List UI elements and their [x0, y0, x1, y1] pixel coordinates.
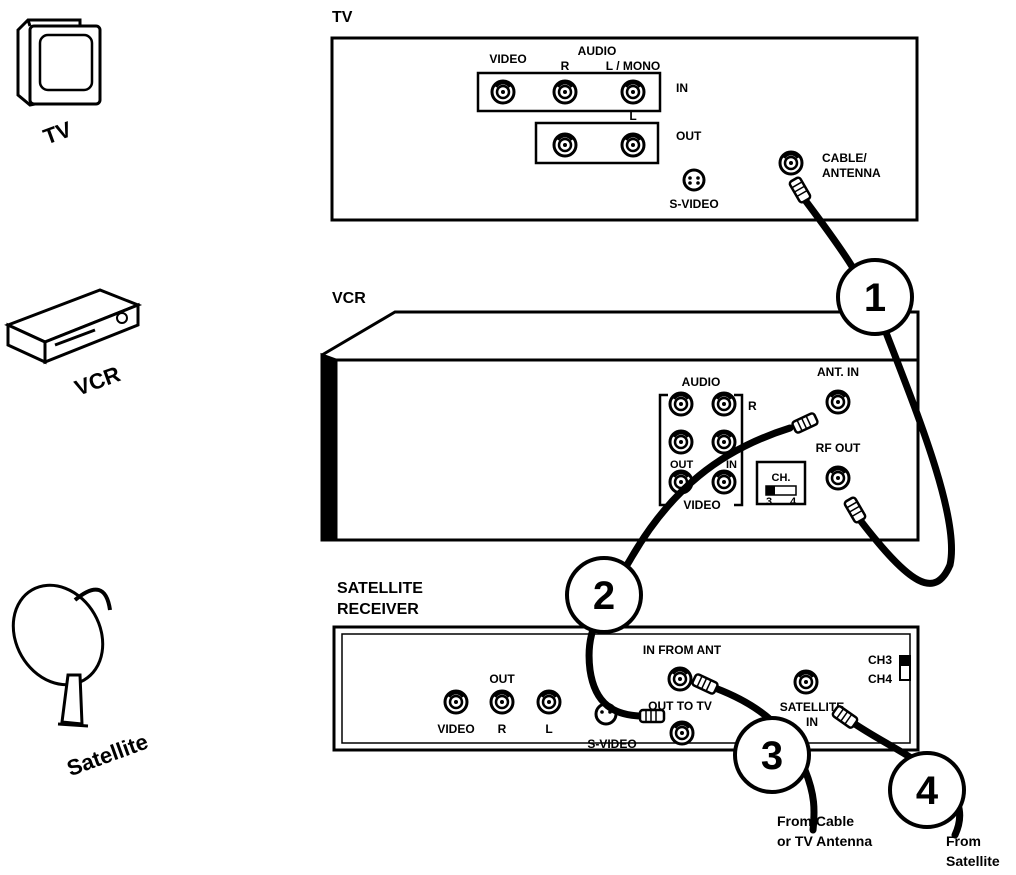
source-cable-label-1: From Cable	[777, 813, 854, 829]
step-marker-4: 4	[888, 751, 966, 829]
tv-out-label: OUT	[676, 129, 702, 143]
vcr-icon-label: VCR	[71, 361, 123, 400]
vcr-ch4-label: 4	[790, 496, 797, 508]
tv-audio-r-label: R	[561, 59, 570, 73]
svg-text:3: 3	[761, 734, 783, 778]
step-marker-3: 3	[733, 716, 811, 794]
tv-video-in-jack[interactable]	[490, 79, 516, 105]
vcr-ant-in-label: ANT. IN	[817, 365, 859, 379]
satellite-out-to-tv-label: OUT TO TV	[648, 699, 712, 713]
tv-cable-antenna-label-2: ANTENNA	[822, 166, 881, 180]
tv-cable-antenna-jack[interactable]	[778, 150, 804, 176]
vcr-out-label: OUT	[670, 459, 694, 471]
tv-audio-label: AUDIO	[578, 44, 617, 58]
satellite-in-from-ant-label: IN FROM ANT	[643, 643, 722, 657]
tv-audio-r-in-jack[interactable]	[552, 79, 578, 105]
tv-cable-antenna-label-1: CABLE/	[822, 151, 867, 165]
vcr-rf-out-label: RF OUT	[816, 441, 861, 455]
satellite-ch3-label: CH3	[868, 653, 892, 667]
tv-audio-l-out-jack[interactable]	[620, 132, 646, 158]
satellite-satellite-in-label-1: SATELLITE	[780, 700, 844, 714]
satellite-s-video-label: S-VIDEO	[587, 737, 636, 751]
svg-text:2: 2	[593, 574, 615, 618]
satellite-audio-r-out-jack[interactable]	[489, 689, 515, 715]
vcr-channel-switch[interactable]	[755, 460, 807, 506]
vcr-rf-out-jack[interactable]	[825, 465, 851, 491]
satellite-channel-switch[interactable]	[899, 655, 911, 681]
tv-panel-title: TV	[332, 9, 353, 26]
satellite-ch4-label: CH4	[868, 672, 892, 686]
satellite-out-to-tv-jack[interactable]	[669, 720, 695, 746]
satellite-panel-title-1: SATELLITE	[337, 580, 423, 597]
tv-audio-l-in-jack[interactable]	[620, 79, 646, 105]
vcr-ch3-label: 3	[766, 496, 772, 508]
vcr-ch-label: CH.	[772, 472, 791, 484]
tv-in-label: IN	[676, 81, 688, 95]
satellite-back-panel-inner	[341, 633, 911, 744]
vcr-audio-in-r-jack[interactable]	[711, 391, 737, 417]
vcr-panel-title: VCR	[332, 290, 366, 307]
satellite-icon-label: Satellite	[64, 729, 152, 781]
step-marker-1: 1	[836, 258, 914, 336]
svg-text:1: 1	[864, 276, 886, 320]
vcr-audio-out-l-jack[interactable]	[668, 429, 694, 455]
vcr-icon	[4, 288, 143, 365]
satellite-video-label: VIDEO	[437, 722, 474, 736]
satellite-back-panel-outer	[332, 625, 920, 752]
satellite-in-jack[interactable]	[793, 669, 819, 695]
tv-s-video-jack[interactable]	[682, 168, 706, 192]
satellite-out-label: OUT	[489, 672, 515, 686]
vcr-in-label: IN	[726, 459, 737, 471]
satellite-r-label: R	[498, 722, 507, 736]
satellite-video-out-jack[interactable]	[443, 689, 469, 715]
satellite-panel-title-2: RECEIVER	[337, 601, 419, 618]
tv-audio-l-mono-label: L / MONO	[606, 59, 660, 73]
satellite-l-label: L	[545, 722, 552, 736]
vcr-audio-label: AUDIO	[682, 375, 721, 389]
tv-video-label: VIDEO	[489, 52, 526, 66]
svg-text:4: 4	[916, 769, 939, 813]
tv-s-video-label: S-VIDEO	[669, 197, 718, 211]
source-cable-label-2: or TV Antenna	[777, 833, 872, 849]
vcr-back-panel	[320, 310, 920, 542]
satellite-in-from-ant-jack[interactable]	[667, 666, 693, 692]
vcr-av-bracket-left	[658, 393, 668, 507]
source-satellite-label-2: Satellite	[946, 853, 1000, 869]
tv-out-l-label: L	[629, 109, 636, 123]
vcr-audio-r-label: R	[748, 399, 757, 413]
source-satellite-label-1: From	[946, 833, 981, 849]
tv-icon-label: TV	[40, 116, 75, 149]
satellite-satellite-in-label-2: IN	[806, 715, 818, 729]
satellite-dish-icon	[11, 583, 112, 728]
step-marker-2: 2	[565, 556, 643, 634]
vcr-ant-in-jack[interactable]	[825, 389, 851, 415]
tv-audio-r-out-jack[interactable]	[552, 132, 578, 158]
vcr-audio-out-r-jack[interactable]	[668, 391, 694, 417]
satellite-audio-l-out-jack[interactable]	[536, 689, 562, 715]
tv-icon	[16, 18, 102, 107]
vcr-video-in-jack[interactable]	[711, 469, 737, 495]
vcr-video-label: VIDEO	[683, 498, 720, 512]
